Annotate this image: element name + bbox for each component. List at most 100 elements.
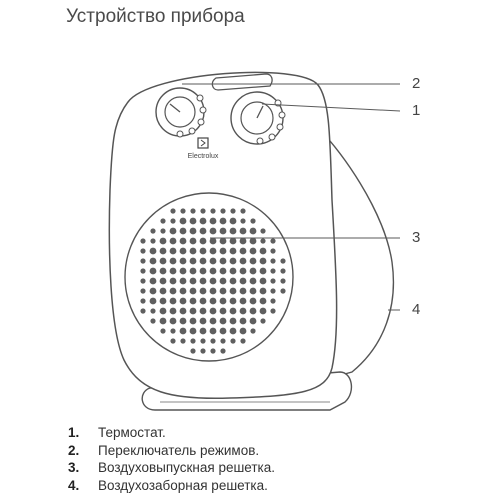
grille-hole [169, 297, 177, 305]
grille-hole [219, 247, 227, 255]
grille-hole [219, 307, 227, 315]
grille-hole [240, 338, 246, 344]
grille-hole [199, 307, 207, 315]
grille-hole [189, 327, 197, 335]
grille-hole [169, 247, 177, 255]
grille-hole [270, 238, 276, 244]
grille-hole [230, 338, 236, 344]
grille-hole [229, 327, 237, 335]
grille-hole [240, 218, 246, 224]
grille-hole [239, 237, 247, 245]
grille-hole [249, 317, 257, 325]
grille-hole [209, 247, 217, 255]
legend-text: Термостат. [98, 425, 166, 440]
grille-hole [280, 278, 286, 284]
grille-hole [219, 267, 227, 275]
legend-item: 4. Воздухозаборная решетка. [68, 477, 275, 495]
grille-hole [150, 318, 156, 324]
grille-hole [259, 297, 267, 305]
legend-text: Воздухозаборная решетка. [98, 477, 268, 493]
grille-hole [229, 257, 237, 265]
grille-hole [250, 328, 256, 334]
grille-hole [260, 228, 266, 234]
grille-hole [199, 237, 207, 245]
callout-number-3: 3 [412, 229, 421, 246]
legend-item: 3. Воздуховыпускная решетка. [68, 459, 275, 477]
grille-hole [209, 277, 217, 285]
grille-hole [179, 287, 187, 295]
grille-hole [169, 287, 177, 295]
grille-hole [159, 297, 167, 305]
grille-hole [170, 328, 176, 334]
grille-hole [159, 257, 167, 265]
grille-hole [150, 228, 156, 234]
diagram-title: Устройство прибора [66, 6, 245, 27]
grille-hole [239, 267, 247, 275]
grille-hole [259, 287, 267, 295]
grille-hole [190, 348, 196, 354]
legend-item: 2. Переключатель режимов. [68, 442, 275, 460]
grille-hole [170, 218, 176, 224]
grille-hole [270, 298, 276, 304]
grille-hole [249, 247, 257, 255]
grille-hole [280, 288, 286, 294]
grille-hole [209, 317, 217, 325]
grille-hole [179, 267, 187, 275]
outlet-grille-dots [140, 208, 286, 354]
grille-hole [209, 257, 217, 265]
grille-hole [199, 317, 207, 325]
grille-hole [229, 237, 237, 245]
grille-hole [179, 237, 187, 245]
grille-hole [149, 257, 157, 265]
grille-hole [150, 308, 156, 314]
grille-hole [229, 297, 237, 305]
grille-hole [149, 277, 157, 285]
grille-hole [169, 257, 177, 265]
grille-hole [189, 317, 197, 325]
grille-hole [209, 297, 217, 305]
grille-hole [199, 267, 207, 275]
grille-hole [189, 277, 197, 285]
grille-hole [140, 278, 146, 284]
grille-hole [189, 237, 197, 245]
grille-hole [200, 338, 206, 344]
grille-hole [239, 327, 247, 335]
mode-switch-knob [155, 87, 207, 138]
grille-hole [160, 328, 166, 334]
grille-hole [230, 208, 236, 214]
grille-hole [270, 268, 276, 274]
grille-hole [190, 208, 196, 214]
grille-hole [140, 248, 146, 254]
grille-hole [270, 288, 276, 294]
grille-hole [140, 268, 146, 274]
grille-hole [180, 338, 186, 344]
grille-hole [199, 277, 207, 285]
grille-hole [140, 238, 146, 244]
grille-hole [259, 247, 267, 255]
grille-hole [189, 247, 197, 255]
grille-hole [160, 218, 166, 224]
grille-hole [229, 267, 237, 275]
grille-hole [199, 257, 207, 265]
callout-number-4: 4 [412, 301, 421, 318]
outlet-grille-rim [124, 192, 294, 362]
grille-hole [179, 317, 187, 325]
grille-hole [200, 348, 206, 354]
grille-hole [150, 238, 156, 244]
grille-hole [219, 257, 227, 265]
grille-hole [210, 338, 216, 344]
grille-hole [189, 307, 197, 315]
grille-hole [199, 327, 207, 335]
grille-hole [179, 297, 187, 305]
grille-hole [270, 308, 276, 314]
callout-number-1: 1 [412, 102, 421, 119]
legend-number: 2. [68, 442, 80, 458]
grille-hole [140, 308, 146, 314]
grille-hole [259, 307, 267, 315]
grille-hole [239, 287, 247, 295]
grille-hole [209, 287, 217, 295]
grille-hole [179, 277, 187, 285]
grille-hole [209, 307, 217, 315]
grille-hole [259, 277, 267, 285]
